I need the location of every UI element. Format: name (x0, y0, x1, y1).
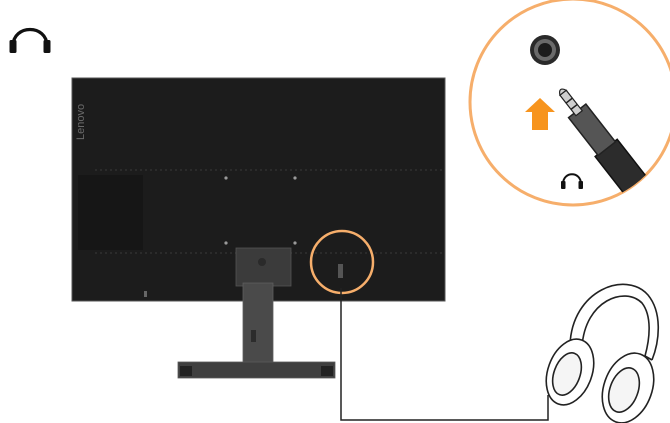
stand-neck (242, 282, 274, 366)
headphones-icon (9, 28, 51, 53)
insert-arrow-icon (525, 98, 555, 130)
brand-label: Lenovo (75, 104, 87, 140)
port-highlight-circle (309, 229, 375, 295)
zoom-callout (468, 0, 670, 207)
monitor-stand (177, 247, 336, 379)
audio-jack-icon (530, 35, 560, 65)
headphone-cable (340, 288, 549, 421)
headphones-illustration (545, 283, 660, 423)
headphones-icon (561, 173, 583, 189)
stand-base (177, 361, 336, 379)
stand-mount (235, 247, 292, 287)
